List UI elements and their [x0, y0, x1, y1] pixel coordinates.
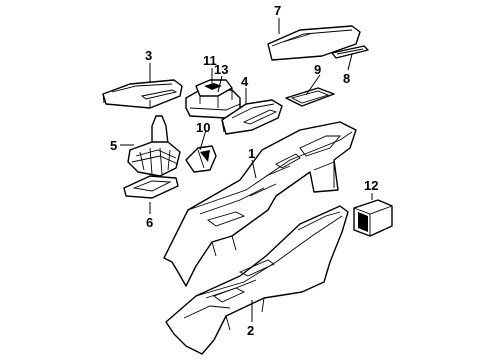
armrest-pad	[267, 25, 361, 61]
callout-7: 7	[274, 3, 281, 18]
callout-12: 12	[364, 178, 378, 193]
console-switch-box	[353, 199, 393, 237]
callout-10: 10	[196, 120, 210, 135]
rear-cover	[102, 79, 183, 109]
console-lower	[165, 205, 349, 355]
callout-8: 8	[343, 71, 350, 86]
callout-labels: 7 3 11 13 4 9 8 10 5 1 12 6 2	[110, 3, 378, 338]
callout-11: 11	[203, 53, 217, 68]
shift-boot	[127, 115, 181, 177]
callout-6: 6	[146, 215, 153, 230]
callout-5: 5	[110, 138, 117, 153]
callout-4: 4	[241, 74, 249, 89]
mid-cover	[221, 99, 283, 135]
shifter-housing	[185, 79, 241, 119]
shift-bezel	[123, 175, 179, 199]
callout-9: 9	[314, 62, 321, 77]
callout-1: 1	[248, 146, 255, 161]
trim-strip	[331, 45, 369, 59]
console-plate	[285, 87, 335, 107]
callout-13: 13	[214, 62, 228, 77]
callout-2: 2	[247, 323, 254, 338]
console-upper	[163, 121, 357, 287]
shift-bracket	[185, 145, 217, 173]
leader-lines	[120, 18, 373, 322]
callout-3: 3	[145, 48, 152, 63]
